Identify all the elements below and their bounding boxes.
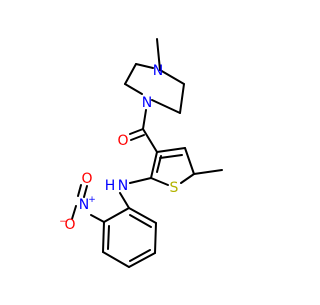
bond-co-1 [129,128,144,135]
bond-n-carbonyl [142,109,147,130]
bond-th-nh [129,177,152,184]
atom-labels: N N O S N H N + O − O [59,63,178,233]
bond-th-1 [156,147,186,153]
bonds [71,38,223,268]
bond-nitro-o-double-2 [83,185,88,198]
bond-n-methyl [156,38,161,71]
bond-bz-nitro [90,214,105,223]
structure-svg: N N O S N H N + O − O [59,38,223,268]
bond-th-3 [180,173,195,184]
atom-s-thiophene: S [170,180,179,196]
bond-pip-5 [124,63,137,85]
bond-th-methyl [193,169,223,175]
bond-bz-5 [154,222,157,254]
bond-pip-3 [151,99,181,114]
bond-nitro-o-single [71,205,77,220]
charge-plus-nitro: + [88,195,96,205]
bond-bz-1 [103,207,130,223]
bond-bz-4 [128,252,156,268]
atom-o-nitro-double: O [81,171,92,187]
bond-pip-4 [124,83,143,95]
bond-bz-2 [102,221,105,253]
bond-bz-3 [102,251,130,268]
atom-o-carbonyl: O [117,133,128,149]
atom-n-amine: N [118,178,128,194]
atom-h-amine: H [105,178,116,194]
bond-pip-2 [179,83,185,114]
bond-co-2 [130,134,145,141]
bond-pip-1 [159,69,185,85]
bond-bz-6 [128,207,157,224]
atom-n-nitro: N [79,197,89,213]
bond-bz-4b [129,249,151,262]
bond-th-5 [150,151,158,179]
bond-th-4 [150,177,169,186]
bond-pip-6 [135,63,154,69]
bond-th-5b [156,155,162,173]
bond-carbonyl-thiophene [142,128,158,153]
atom-n-piperazine-top: N [153,63,163,79]
bond-th-2 [184,147,195,175]
bond-nh-phenyl [119,192,130,209]
molecule-structure-diagram: N N O S N H N + O − O [59,38,223,268]
bond-bz-6b [129,214,152,228]
atom-o-nitro-single: O [64,217,75,233]
charge-minus-nitro: − [59,217,67,227]
bond-nitro-o-double-1 [77,184,82,197]
atom-n-piperazine-bottom: N [142,95,152,111]
bond-bz-2b [107,225,110,250]
bond-th-1b [159,154,183,159]
